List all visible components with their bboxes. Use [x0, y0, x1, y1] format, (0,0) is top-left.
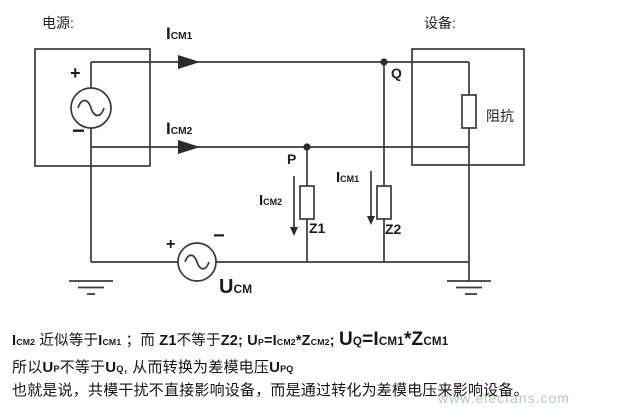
- power-minus-sign: −: [72, 118, 85, 143]
- resistor-impedance: [461, 94, 477, 129]
- caption-line-3: 也就是说，共模干扰不直接影响设备，而是通过转化为差模电压来影响设备。: [12, 382, 529, 399]
- resistor-z1: [299, 185, 315, 220]
- z1-label: Z1: [309, 220, 326, 236]
- arrowhead-branch-icm2-icon: [290, 227, 298, 236]
- arrowhead-branch-icm1-icon: [367, 216, 375, 225]
- junction-q-dot: [380, 58, 388, 66]
- arrowhead-icm2-icon: [178, 140, 200, 154]
- power-plus-sign: +: [70, 63, 81, 83]
- ucm-plus-sign: +: [166, 236, 176, 253]
- resistor-z2: [376, 185, 392, 220]
- ucm-label: UCM: [219, 276, 253, 298]
- device-box: [411, 48, 525, 166]
- impedance-label: 阻抗: [486, 108, 514, 124]
- circuit-diagram: [34, 48, 525, 295]
- sine-wave-ucm-icon: [184, 254, 210, 270]
- device-label: 设备:: [424, 15, 456, 31]
- ground-right-icon: [447, 280, 491, 295]
- power-label: 电源:: [42, 15, 74, 31]
- icm1-top-label: ICM1: [166, 24, 193, 43]
- icm1-branch-label: ICM1: [336, 169, 360, 186]
- caption-line-1: ICM2 近似等于ICM1 ；而 Z1不等于Z2; UP=ICM2*ZCM2; …: [12, 329, 449, 350]
- power-source-box: [34, 48, 151, 167]
- ground-left-icon: [69, 280, 113, 295]
- icm2-mid-label: ICM2: [166, 119, 193, 138]
- point-q-label: Q: [391, 65, 402, 81]
- watermark: www.elecfans.com: [438, 390, 570, 406]
- sine-wave-power-icon: [77, 99, 105, 117]
- junction-p-dot: [303, 143, 311, 151]
- point-p-label: P: [287, 151, 297, 167]
- z2-label: Z2: [385, 221, 402, 237]
- arrowhead-icm1-icon: [178, 55, 200, 69]
- icm2-branch-label: ICM2: [259, 192, 283, 209]
- caption-line-2: 所以UP不等于UQ, 从而转换为差模电压UPQ: [12, 359, 294, 376]
- ucm-minus-sign: −: [213, 225, 225, 247]
